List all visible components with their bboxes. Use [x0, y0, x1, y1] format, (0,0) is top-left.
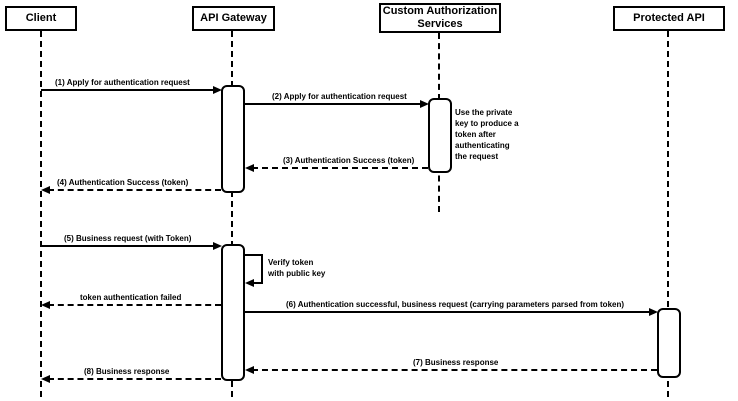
self-message-right-line [261, 254, 263, 284]
message-2-line [245, 103, 421, 105]
message-1-line [41, 89, 214, 91]
participant-api-gateway: API Gateway [192, 6, 275, 31]
activation-custom-auth-services [428, 98, 452, 173]
message-token-failed-arrowhead-icon [41, 301, 50, 309]
participant-protected-api-label: Protected API [633, 12, 705, 24]
message-3-label: (3) Authentication Success (token) [283, 156, 415, 165]
message-6-arrowhead-icon [649, 308, 658, 316]
message-3-arrowhead-icon [245, 164, 254, 172]
activation-api-gateway-business [221, 244, 245, 381]
participant-custom-auth-services-label: Custom Authorization Services [382, 5, 498, 30]
message-8-label: (8) Business response [84, 367, 170, 376]
message-7-line [252, 369, 657, 371]
message-5-label: (5) Business request (with Token) [64, 234, 192, 243]
message-5-arrowhead-icon [213, 242, 222, 250]
message-4-label: (4) Authentication Success (token) [57, 178, 189, 187]
message-token-failed-line [48, 304, 221, 306]
message-7-label: (7) Business response [413, 358, 499, 367]
self-message-bottom-line [252, 282, 263, 284]
lifeline-api-gateway [231, 31, 233, 397]
participant-api-gateway-label: API Gateway [200, 12, 267, 24]
message-1-label: (1) Apply for authentication request [55, 78, 190, 87]
participant-custom-auth-services: Custom Authorization Services [379, 3, 501, 33]
lifeline-protected-api [667, 31, 669, 397]
message-2-label: (2) Apply for authentication request [272, 92, 407, 101]
participant-client: Client [5, 6, 77, 31]
message-8-arrowhead-icon [41, 375, 50, 383]
message-3-line [252, 167, 428, 169]
participant-protected-api: Protected API [613, 6, 725, 31]
self-message-arrowhead-icon [245, 279, 254, 287]
participant-client-label: Client [25, 12, 57, 24]
message-7-arrowhead-icon [245, 366, 254, 374]
message-1-arrowhead-icon [213, 86, 222, 94]
message-4-arrowhead-icon [41, 186, 50, 194]
self-message-top-line [245, 254, 263, 256]
message-4-line [48, 189, 221, 191]
self-message-label: Verify token with public key [268, 258, 326, 278]
note-private-key: Use the private key to produce a token a… [455, 108, 519, 161]
message-6-line [245, 311, 650, 313]
message-6-label: (6) Authentication successful, business … [286, 300, 625, 309]
lifeline-client [40, 31, 42, 397]
message-8-line [48, 378, 221, 380]
activation-api-gateway-auth [221, 85, 245, 193]
activation-protected-api [657, 308, 681, 378]
message-token-failed-label: token authentication failed [80, 293, 182, 302]
message-2-arrowhead-icon [420, 100, 429, 108]
message-5-line [41, 245, 214, 247]
